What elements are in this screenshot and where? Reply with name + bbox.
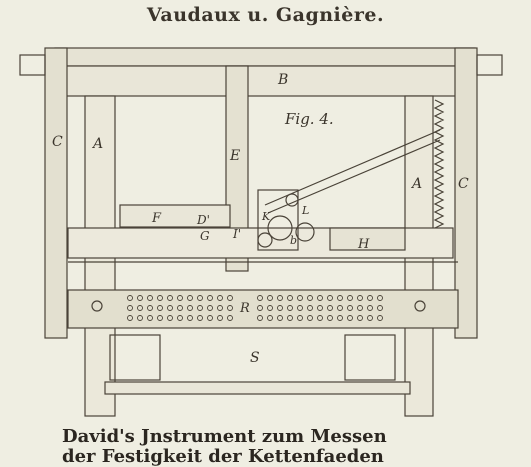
top-beam xyxy=(54,47,476,67)
left-post xyxy=(44,47,68,339)
caption-line-2: der Festigkeit der Kettenfaeden xyxy=(62,446,384,467)
label-D-prime: D' xyxy=(196,213,210,227)
caption-line-1: David's Jnstrument zum Messen xyxy=(62,426,387,447)
label-A-right: A xyxy=(410,176,422,192)
figure-label: Fig. 4. xyxy=(284,110,334,128)
label-C-right: C xyxy=(458,176,469,192)
label-S: S xyxy=(250,350,260,366)
label-C-left: C xyxy=(52,134,63,150)
plate-title: Vaudaux u. Gagnière. xyxy=(146,4,385,26)
central-upright xyxy=(225,65,249,272)
label-G: G xyxy=(200,229,210,243)
label-b: b xyxy=(290,234,297,247)
label-K: K xyxy=(261,210,271,223)
label-E: E xyxy=(229,148,240,164)
perforated-bar xyxy=(67,289,459,329)
label-L: L xyxy=(301,204,309,217)
label-H: H xyxy=(357,237,370,252)
right-post xyxy=(454,47,478,339)
label-B: B xyxy=(277,72,288,88)
label-F: F xyxy=(151,211,162,226)
label-I-prime: I' xyxy=(232,227,241,241)
label-R: R xyxy=(239,301,250,316)
label-A-left: A xyxy=(91,136,103,152)
